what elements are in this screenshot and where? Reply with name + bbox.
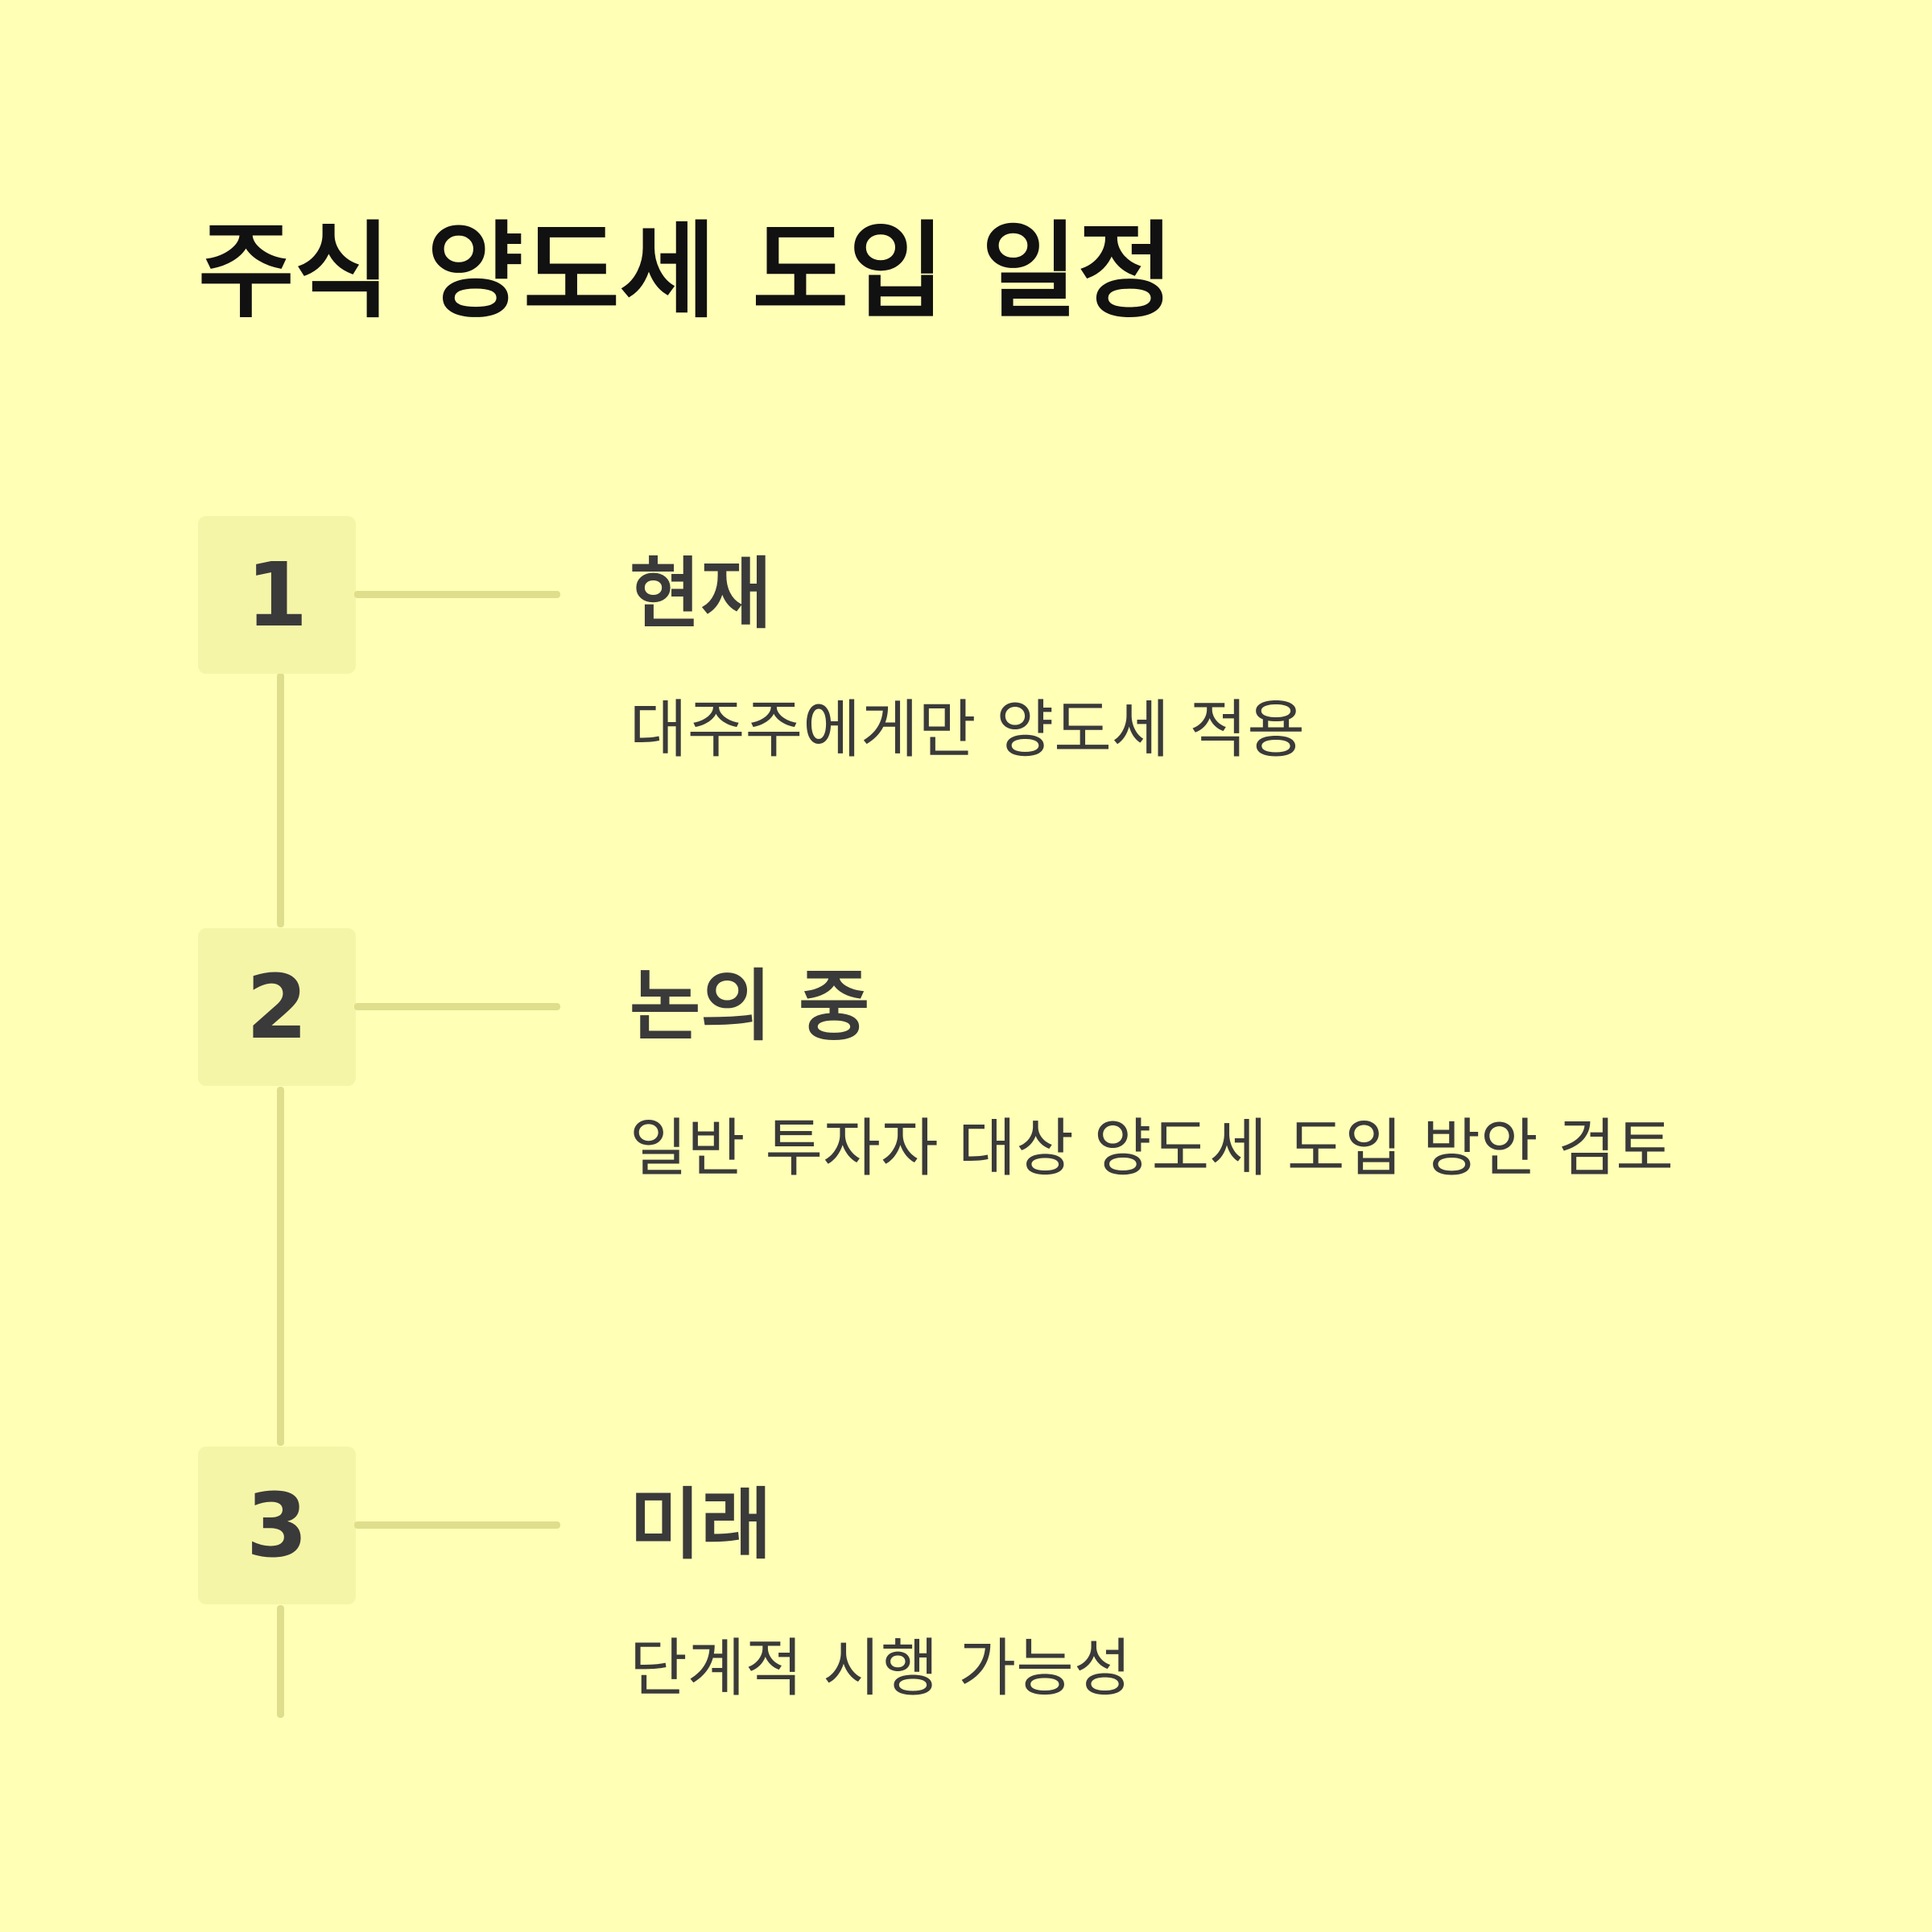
step-title: 논의 중 (630, 961, 870, 1051)
step-number-box: 1 (198, 516, 356, 674)
step-connector (354, 1003, 560, 1010)
step-description: 단계적 시행 가능성 (630, 1633, 1132, 1705)
step-title: 미래 (630, 1480, 772, 1570)
timeline-connector (277, 1605, 284, 1718)
step-connector (354, 591, 560, 598)
step-connector (354, 1521, 560, 1529)
step-description: 일반 투자자 대상 양도세 도입 방안 검토 (630, 1113, 1674, 1185)
step-number: 3 (246, 1474, 308, 1577)
timeline-connector (277, 673, 284, 927)
step-number-box: 2 (198, 928, 356, 1086)
step-number: 1 (246, 543, 308, 646)
step-number: 2 (246, 956, 308, 1059)
step-title: 현재 (630, 549, 772, 639)
step-description: 대주주에게만 양도세 적용 (630, 694, 1305, 766)
timeline-connector (277, 1087, 284, 1446)
page-title: 주식 양도세 도입 일정 (198, 210, 1174, 332)
step-number-box: 3 (198, 1447, 356, 1604)
